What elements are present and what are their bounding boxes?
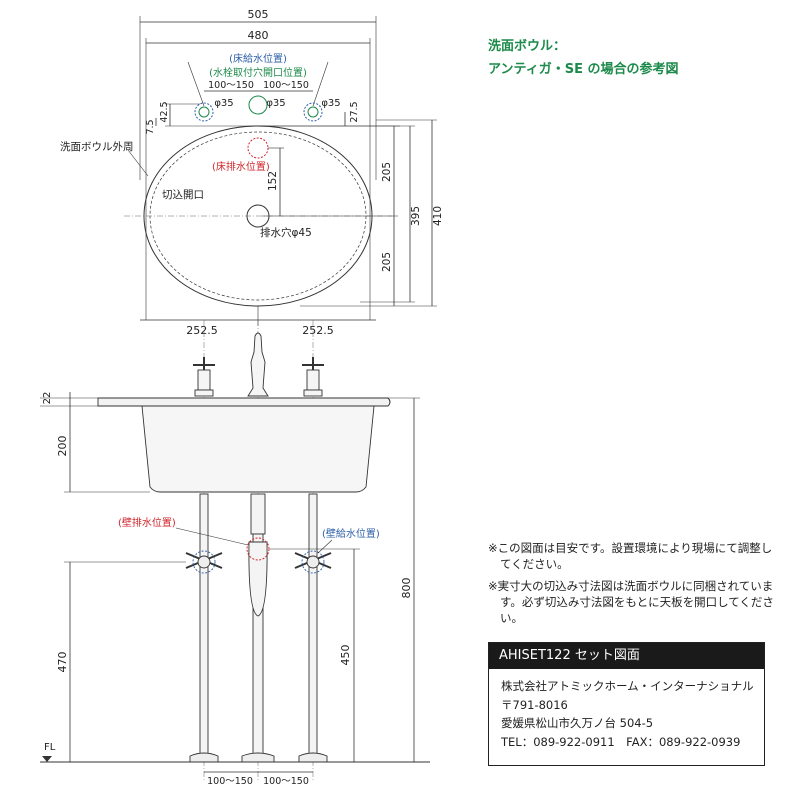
wall-drain-label: (壁排水位置): [118, 516, 176, 529]
hole-center-diameter: φ35: [266, 98, 285, 109]
drawing-title-line1: 洗面ボウル：: [488, 38, 566, 54]
drain-pipe-upper: [250, 493, 266, 535]
faucet-handle-left-icon: [193, 357, 215, 397]
valve-right-icon: [294, 550, 332, 574]
cutout-label: 切込開口: [162, 189, 204, 201]
faucet-hole-center-icon: [248, 95, 268, 115]
leader-wall-drain: [175, 527, 249, 546]
floor-drain-icon: [247, 137, 269, 159]
faucet-handle-right-icon: [302, 357, 324, 397]
faucet-hole-right-icon: [307, 106, 319, 118]
supply-hole-right-icon: [303, 102, 323, 122]
dim-152-label: 152: [267, 171, 279, 191]
wall-supply-label: (壁給水位置): [322, 527, 380, 540]
notes: ※この図面は目安です。設置環境により現場にて調整してください。 ※実寸大の切込み…: [488, 540, 778, 632]
dim-42-5-label: 42.5: [159, 101, 170, 122]
note-2: ※実寸大の切込み寸法図は洗面ボウルに同梱されています。必ず切込み寸法図をもとに天…: [488, 579, 774, 625]
postal-code: 〒791-8016: [501, 697, 568, 712]
address: 愛媛県松山市久万ノ台 504-5: [501, 716, 654, 730]
floor-flange-left: [189, 752, 219, 763]
leader-left-hole: [187, 61, 205, 107]
leader-right-hole: [312, 61, 329, 107]
front-view: 22 200 (壁排水位置) (壁給水位置): [40, 320, 430, 787]
fl-marker-icon: [42, 756, 52, 762]
dim-half-left-label: 252.5: [186, 324, 218, 337]
dim-480-label: 480: [248, 29, 269, 42]
leader-wall-supply: [317, 539, 333, 554]
faucet-spout-icon: [247, 332, 269, 397]
dim-spacing-left-label: 100～150: [208, 80, 254, 91]
hole-right-diameter: φ35: [321, 98, 340, 109]
faucet-hole-label: (水栓取付穴開口位置): [209, 66, 307, 79]
dim-bottom-left-label: 100～150: [207, 776, 253, 787]
counter-top: [97, 397, 391, 407]
dim-395-label: 395: [410, 206, 422, 226]
dim-470-label: 470: [56, 652, 69, 673]
dim-22-label: 22: [42, 392, 53, 405]
top-view: 505 480 (床給水位置) (水栓取付穴開口位置) 100～150 100～…: [60, 8, 444, 337]
info-box: AHISET122 セット図面 株式会社アトミックホーム・インターナショナル 〒…: [488, 642, 765, 766]
dim-27-5-label: 27.5: [349, 101, 360, 122]
info-body: 株式会社アトミックホーム・インターナショナル 〒791-8016 愛媛県松山市久…: [489, 669, 764, 751]
dim-bottom-right-label: 100～150: [263, 776, 309, 787]
dim-spacing-right-label: 100～150: [263, 80, 309, 91]
note-1: ※この図面は目安です。設置環境により現場にて調整してください。: [488, 541, 773, 571]
dim-450-label: 450: [339, 645, 352, 666]
dim-505-label: 505: [248, 8, 269, 21]
dim-7-5-label: 7.5: [145, 119, 156, 134]
floor-drain-label: (床排水位置): [212, 160, 270, 173]
dim-800-label: 800: [400, 578, 413, 599]
drain-trap: [248, 541, 268, 617]
hole-left-diameter: φ35: [214, 98, 233, 109]
floor-flange-right: [298, 752, 328, 763]
faucet-hole-left-icon: [198, 106, 210, 118]
drain-hole-label: 排水穴φ45: [260, 226, 312, 239]
fl-label: FL: [44, 742, 56, 753]
contact: TEL：089-922-0911 FAX：089-922-0939: [501, 734, 741, 749]
dim-205-top-label: 205: [381, 162, 393, 182]
supply-pipe-right: [308, 493, 318, 757]
bowl-body: [141, 405, 375, 493]
company-name: 株式会社アトミックホーム・インターナショナル: [501, 679, 754, 693]
dim-410-label: 410: [432, 206, 444, 226]
drawing-title-line2: アンティガ・SE の場合の参考図: [488, 61, 678, 77]
dim-half-right-label: 252.5: [302, 324, 334, 337]
wall-drain-icon: [246, 537, 270, 561]
dim-200-label: 200: [56, 436, 69, 457]
floor-flange-center: [241, 752, 275, 763]
floor-supply-label: (床給水位置): [229, 52, 287, 65]
leader-bowl-outline: [127, 149, 149, 177]
info-heading: AHISET122 セット図面: [489, 643, 764, 669]
bowl-outline-label: 洗面ボウル外周: [60, 141, 134, 153]
valve-left-icon: [185, 550, 223, 574]
supply-hole-left-icon: [194, 102, 214, 122]
supply-pipe-left: [199, 493, 209, 757]
dim-205-bottom-label: 205: [381, 252, 393, 272]
